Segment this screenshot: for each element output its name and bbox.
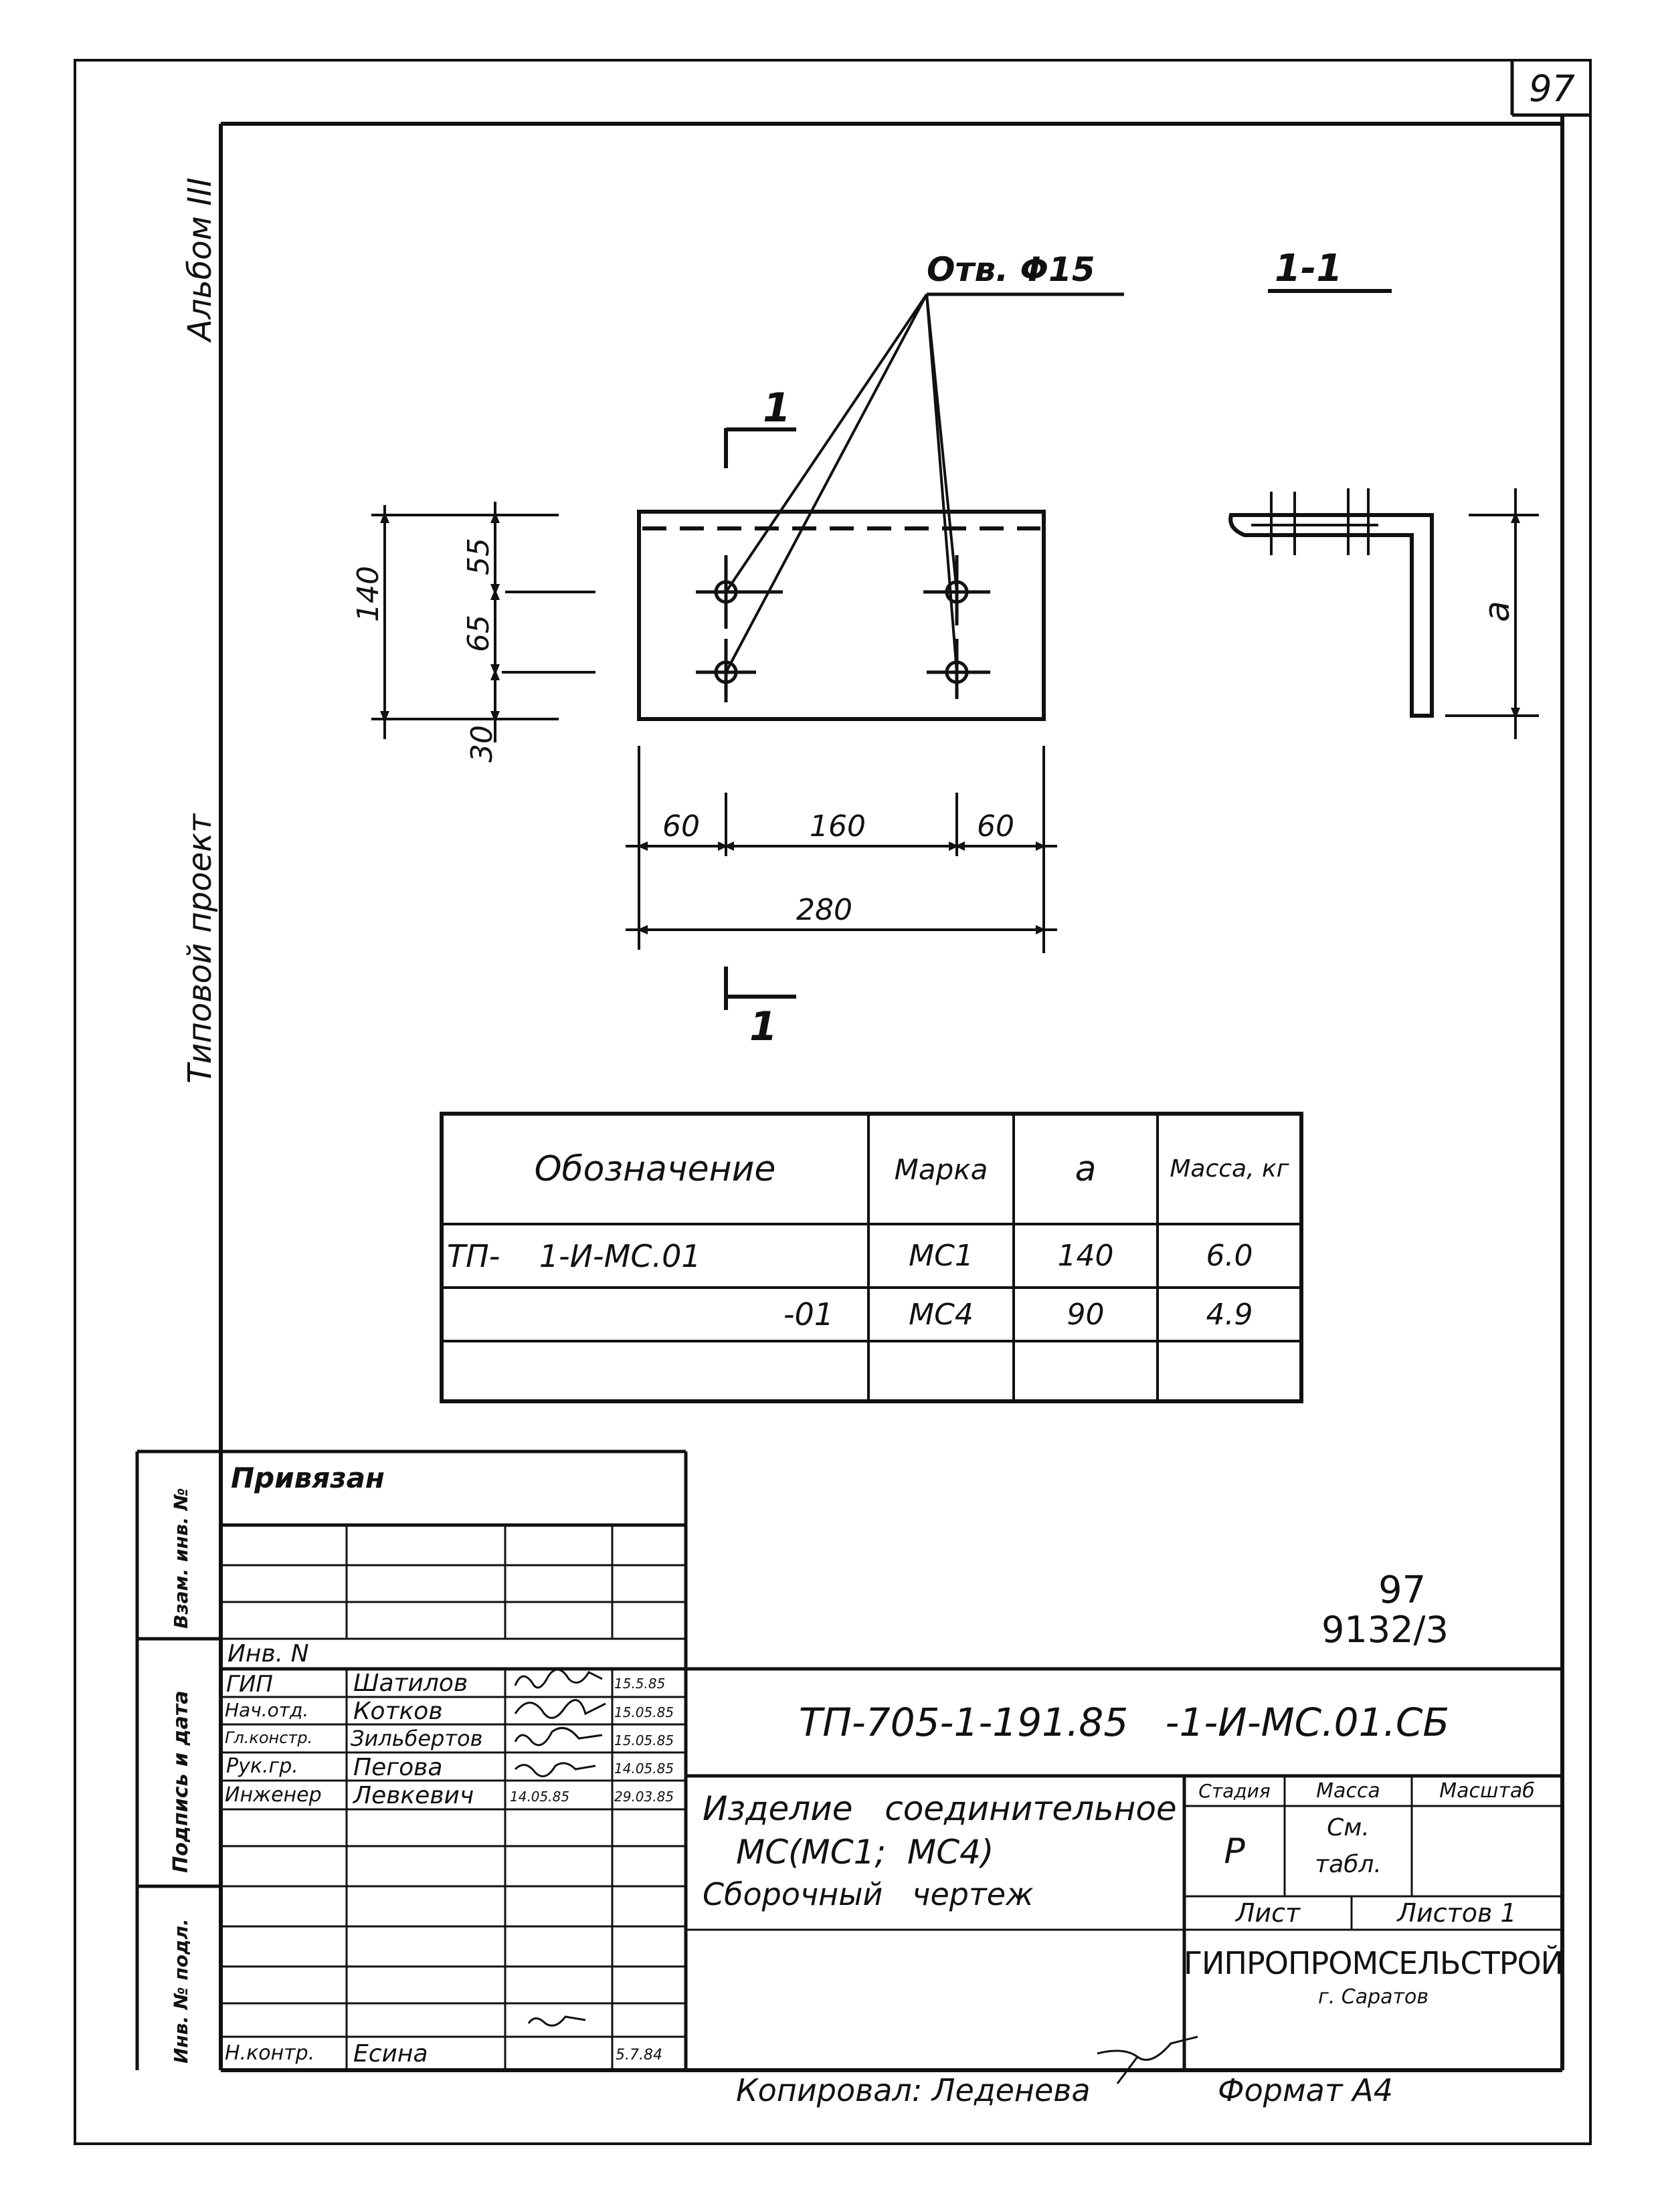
- strip-podpis: Подпись и дата: [169, 1691, 193, 1873]
- section-mark-bottom: 1: [749, 1003, 777, 1050]
- staff-role-1: Нач.отд.: [225, 1699, 309, 1721]
- sheets-label: Листов 1: [1397, 1898, 1517, 1928]
- format-label: Формат А4: [1218, 2072, 1393, 2108]
- staff-role-3: Рук.гр.: [226, 1754, 298, 1778]
- section-title: 1-1: [1275, 247, 1342, 290]
- dim-65: 65: [462, 615, 496, 652]
- stamp-number: 97: [1378, 1569, 1426, 1612]
- stage-label: Стадия: [1198, 1780, 1271, 1802]
- staff-name-4: Левкевич: [353, 1782, 474, 1809]
- dim-160: 160: [810, 809, 866, 843]
- dim-a: a: [1477, 601, 1517, 622]
- staff-sign-4: 14.05.85: [510, 1789, 570, 1805]
- staff-date-0: 15.5.85: [614, 1676, 666, 1692]
- mass-label: Масса: [1316, 1779, 1380, 1803]
- staff-name-5: Есина: [353, 2040, 428, 2068]
- side-album-label: Альбом III: [181, 177, 219, 343]
- dim-55: 55: [462, 538, 496, 575]
- dim-60-right: 60: [977, 809, 1014, 843]
- dim-280: 280: [796, 893, 852, 927]
- staff-role-0: ГИП: [226, 1671, 273, 1698]
- mass-value-line1: См.: [1327, 1814, 1370, 1841]
- dim-140: 140: [351, 566, 385, 622]
- staff-date-5: 5.7.84: [616, 2047, 662, 2064]
- staff-date-4: 29.03.85: [614, 1789, 674, 1805]
- drawing-code: ТП-705-1-191.85 -1-И-МС.01.СБ: [798, 1700, 1450, 1745]
- dim-60-left: 60: [662, 809, 700, 843]
- spec-header-a: a: [1075, 1149, 1097, 1189]
- stamp-sub: 9132/3: [1321, 1609, 1449, 1651]
- strip-vzam: Взам. инв. №: [170, 1488, 192, 1629]
- sheet-number: 97: [1529, 68, 1575, 110]
- stage-value: Р: [1224, 1831, 1245, 1872]
- hole-label: Отв. Φ15: [927, 250, 1095, 289]
- staff-date-1: 15.05.85: [614, 1704, 674, 1720]
- sheet-label: Лист: [1235, 1898, 1301, 1928]
- staff-name-1: Котков: [353, 1698, 443, 1725]
- staff-role-5: Н.контр.: [225, 2041, 315, 2065]
- spec-row2-mark: МС4: [909, 1297, 974, 1332]
- copied-by: Копировал: Леденева: [736, 2072, 1091, 2108]
- organization-city: г. Саратов: [1317, 1985, 1429, 2009]
- section-mark-top: 1: [763, 385, 791, 431]
- side-project-label: Типовой проект: [181, 813, 219, 1084]
- spec-row1-designation: ТП- 1-И-МС.01: [447, 1237, 701, 1274]
- staff-name-0: Шатилов: [353, 1670, 468, 1697]
- spec-row1-mass: 6.0: [1206, 1239, 1253, 1273]
- scale-label: Масштаб: [1439, 1779, 1535, 1803]
- staff-date-3: 14.05.85: [614, 1761, 674, 1777]
- spec-row2-designation: -01: [783, 1296, 834, 1332]
- signatures: [514, 1668, 1198, 2084]
- spec-row2-a: 90: [1067, 1297, 1105, 1332]
- staff-role-4: Инженер: [225, 1783, 322, 1807]
- title-line1: Изделие соединительное: [703, 1789, 1177, 1828]
- organization: ГИПРОПРОМСЕЛЬСТРОЙ: [1186, 1945, 1561, 1981]
- staff-date-2: 15.05.85: [614, 1732, 674, 1748]
- dim-30: 30: [465, 725, 499, 763]
- title-line3: Сборочный чертеж: [703, 1876, 1034, 1912]
- spec-row1-mark: МС1: [909, 1239, 974, 1273]
- staff-role-2: Гл.констр.: [225, 1728, 313, 1747]
- spec-header-mark: Марка: [894, 1152, 988, 1186]
- mass-value-line2: табл.: [1315, 1851, 1382, 1878]
- inv-no-label: Инв. N: [227, 1640, 309, 1668]
- title-line2: МС(МС1; МС4): [736, 1833, 994, 1872]
- spec-header-designation: Обозначение: [534, 1149, 776, 1189]
- strip-inv-podl: Инв. № подл.: [170, 1918, 192, 2064]
- spec-header-mass: Масса, кг: [1170, 1155, 1289, 1183]
- staff-name-3: Пегова: [353, 1754, 443, 1781]
- privyazan-label: Привязан: [231, 1462, 385, 1494]
- spec-row1-a: 140: [1057, 1239, 1114, 1273]
- staff-name-2: Зильбертов: [351, 1726, 483, 1751]
- spec-row2-mass: 4.9: [1206, 1297, 1253, 1332]
